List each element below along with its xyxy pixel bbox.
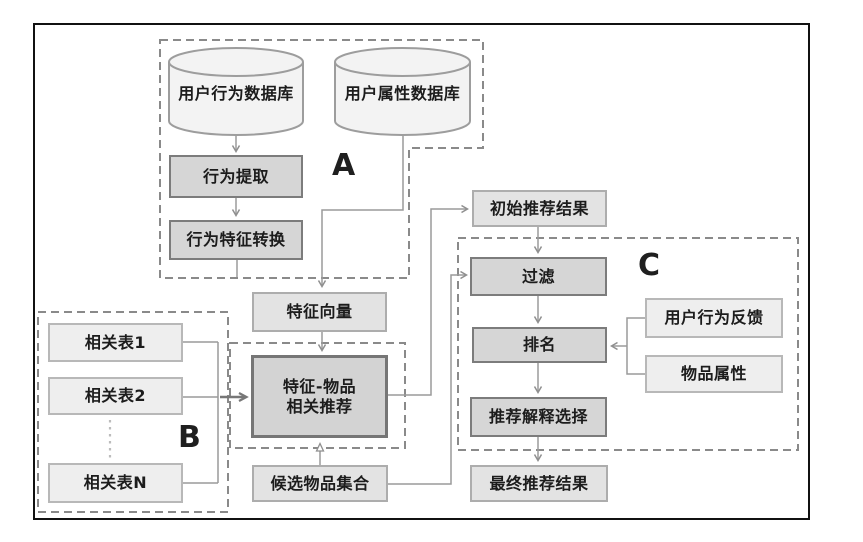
node-filter: 过滤 [470, 257, 607, 296]
node-user-behavior-feedback: 用户行为反馈 [645, 298, 783, 338]
node-item-attributes: 物品属性 [645, 355, 783, 393]
group-c-label: C [638, 248, 661, 283]
connectors [108, 136, 645, 485]
node-explanation-selection: 推荐解释选择 [470, 397, 607, 437]
user-attr-db-cylinder [334, 47, 471, 136]
node-feature-item-recommend: 特征-物品 相关推荐 [251, 355, 388, 438]
node-initial-result: 初始推荐结果 [472, 190, 607, 227]
node-related-table-1: 相关表1 [48, 323, 183, 362]
group-c-boundary [457, 237, 799, 451]
group-b-boundary [37, 311, 229, 513]
user-behavior-db-cylinder [168, 47, 304, 136]
group-a-boundary [159, 39, 484, 279]
node-user-attr-db: 用户属性数据库 [344, 84, 461, 103]
node-final-result: 最终推荐结果 [470, 465, 608, 502]
node-behavior-feature-conversion: 行为特征转换 [169, 220, 303, 260]
node-ranking: 排名 [472, 327, 607, 363]
node-feature-vector: 特征向量 [252, 292, 387, 332]
group-a-label: A [332, 148, 356, 183]
node-user-behavior-db: 用户行为数据库 [178, 84, 294, 103]
node-related-table-2: 相关表2 [48, 377, 183, 415]
node-related-table-n: 相关表N [48, 463, 183, 503]
node-candidate-item-set: 候选物品集合 [252, 465, 388, 502]
group-b-label: B [178, 420, 201, 455]
node-behavior-extraction: 行为提取 [169, 155, 303, 198]
